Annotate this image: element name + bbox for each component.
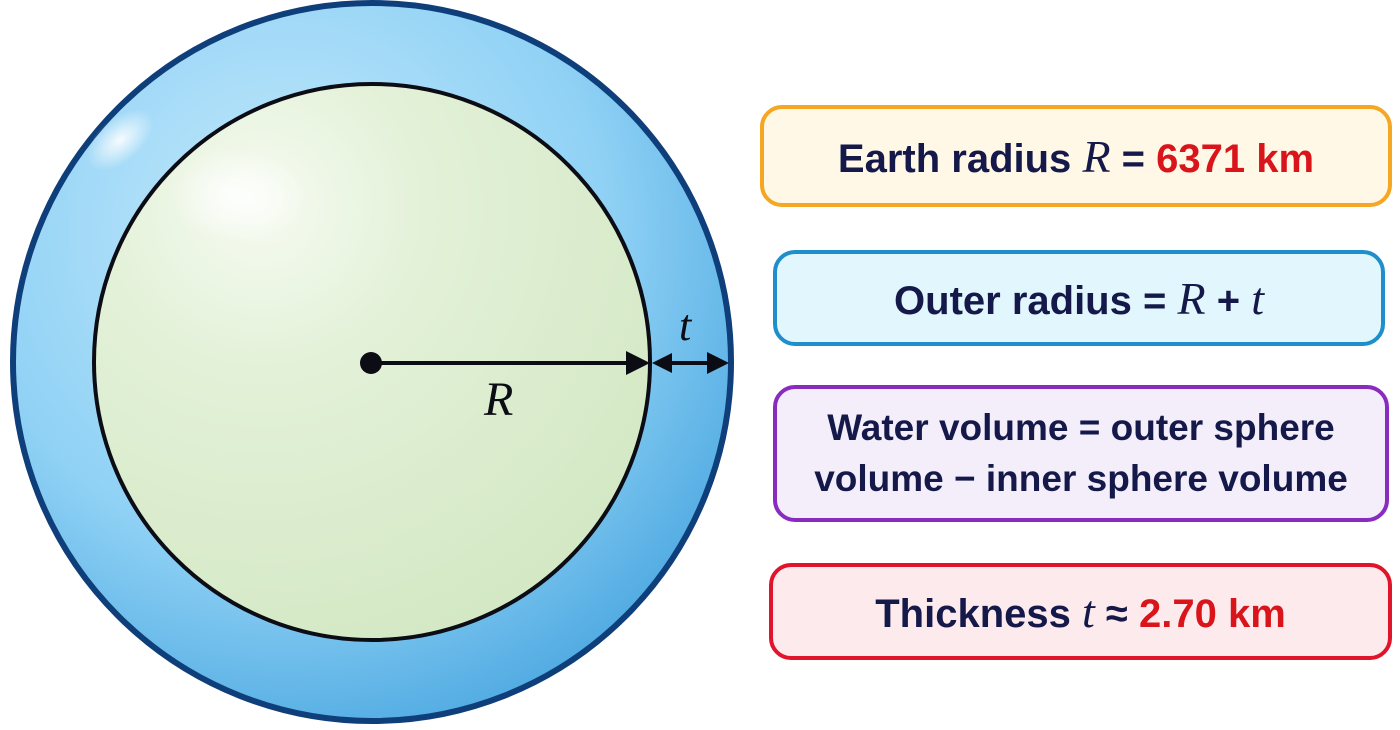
- outer-radius-r-symbol: R: [1177, 272, 1206, 324]
- thickness-label-text: Thickness: [875, 592, 1071, 636]
- outer-radius-plus: +: [1216, 278, 1241, 323]
- thickness-arrowhead-right-icon: [707, 352, 729, 374]
- earth-radius-symbol: R: [1082, 130, 1111, 182]
- water-highlight: [86, 109, 154, 171]
- thickness-symbol: t: [1082, 586, 1095, 637]
- water-volume-box: Water volume = outer sphere volume − inn…: [773, 385, 1389, 522]
- outer-radius-t-symbol: t: [1251, 272, 1264, 324]
- earth-radius-value: 6371 km: [1156, 136, 1315, 181]
- earth-radius-label: Earth radius: [837, 136, 1072, 181]
- radius-arrowhead-icon: [626, 351, 650, 375]
- thickness-approx: ≈: [1105, 592, 1128, 636]
- radius-label: R: [483, 373, 513, 426]
- thickness-arrowhead-left-icon: [652, 353, 672, 373]
- earth-radius-box: Earth radius R = 6371 km: [760, 105, 1392, 207]
- thickness-box: Thickness t ≈ 2.70 km: [769, 563, 1392, 660]
- earth-radius-equals: =: [1121, 136, 1146, 181]
- water-volume-line-1: Water volume = outer sphere: [827, 407, 1335, 449]
- outer-radius-label: Outer radius =: [894, 278, 1167, 323]
- thickness-label: t: [679, 301, 693, 350]
- outer-radius-box: Outer radius = R + t: [773, 250, 1385, 346]
- water-volume-line-2: volume − inner sphere volume: [814, 457, 1348, 499]
- sphere-diagram: R t: [10, 0, 734, 724]
- thickness-value: 2.70 km: [1138, 592, 1286, 636]
- earth-highlight: [168, 147, 308, 243]
- center-dot-icon: [360, 352, 382, 374]
